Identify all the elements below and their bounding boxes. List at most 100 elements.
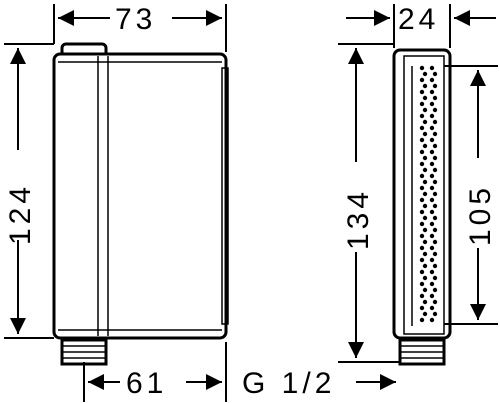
thread-callout: G 1/2	[242, 367, 396, 400]
nozzle-dot	[432, 311, 438, 317]
nozzle-dot	[429, 233, 435, 239]
connection-width-label: 61	[126, 367, 167, 400]
dimension-height-front: 124	[4, 43, 54, 339]
nozzle-dot	[422, 119, 428, 125]
nozzle-dot	[422, 299, 428, 305]
dimension-overall-height: 134	[338, 43, 400, 363]
nozzle-dot	[419, 89, 425, 95]
nozzle-dot	[422, 239, 428, 245]
overall-height-label: 134	[342, 188, 375, 250]
nozzle-dot	[429, 101, 435, 107]
nozzle-dot	[432, 263, 438, 269]
perforated-height-label: 105	[464, 184, 497, 246]
nozzle-dot	[419, 305, 425, 311]
nozzle-dot	[419, 209, 425, 215]
nozzle-dot	[429, 161, 435, 167]
nozzle-dot	[429, 257, 435, 263]
height-label: 124	[4, 183, 37, 245]
nozzle-dot	[422, 155, 428, 161]
nozzle-dot	[429, 149, 435, 155]
nozzle-dot	[432, 191, 438, 197]
nozzle-dot	[432, 203, 438, 209]
nozzle-dot	[422, 71, 428, 77]
nozzle-dot	[432, 131, 438, 137]
front-view	[52, 42, 229, 366]
nozzle-dot	[432, 71, 438, 77]
nozzle-dot	[432, 227, 438, 233]
nozzle-dot	[429, 281, 435, 287]
nozzle-dot	[419, 281, 425, 287]
dimension-connection: 61	[83, 342, 227, 402]
width-label: 73	[115, 3, 156, 36]
nozzle-dot	[432, 95, 438, 101]
nozzle-dot	[419, 101, 425, 107]
nozzle-dot	[419, 233, 425, 239]
side-inner-frame	[403, 55, 445, 335]
nozzle-dot	[419, 173, 425, 179]
nozzle-dot	[419, 65, 425, 71]
nozzle-dot	[419, 257, 425, 263]
nozzle-dot	[429, 209, 435, 215]
nozzle-dot	[422, 83, 428, 89]
nozzle-dot	[422, 191, 428, 197]
nozzle-dot	[429, 77, 435, 83]
nozzle-dot	[432, 155, 438, 161]
nozzle-dot	[429, 65, 435, 71]
nozzle-dot	[429, 125, 435, 131]
nozzle-dot	[422, 143, 428, 149]
depth-label: 24	[398, 3, 439, 36]
nozzle-dot	[429, 317, 435, 323]
nozzle-dot	[432, 143, 438, 149]
nozzle-dot	[419, 149, 425, 155]
nozzle-dot	[422, 311, 428, 317]
nozzle-dot	[432, 215, 438, 221]
nozzle-dot	[432, 83, 438, 89]
nozzle-dot	[422, 251, 428, 257]
nozzle-dot	[422, 287, 428, 293]
front-right-edge	[221, 67, 229, 325]
nozzle-dot	[432, 251, 438, 257]
nozzle-dot	[422, 167, 428, 173]
nozzle-dot	[429, 185, 435, 191]
spray-nozzles	[419, 65, 438, 323]
front-body	[52, 52, 228, 340]
nozzle-dot	[419, 185, 425, 191]
nozzle-dot	[419, 317, 425, 323]
side-view	[392, 48, 452, 366]
thread-label: G 1/2	[242, 367, 335, 400]
nozzle-dot	[422, 203, 428, 209]
nozzle-dot	[419, 293, 425, 299]
dimension-perforated-height: 105	[444, 65, 498, 325]
nozzle-dot	[422, 179, 428, 185]
nozzle-dot	[419, 221, 425, 227]
nozzle-dot	[432, 167, 438, 173]
nozzle-dot	[432, 239, 438, 245]
nozzle-dot	[422, 107, 428, 113]
nozzle-dot	[419, 197, 425, 203]
nozzle-dot	[419, 245, 425, 251]
nozzle-dot	[419, 161, 425, 167]
nozzle-dot	[429, 173, 435, 179]
nozzle-dot	[422, 131, 428, 137]
nozzle-dot	[419, 137, 425, 143]
dimension-depth: 24	[346, 3, 496, 48]
nozzle-dot	[429, 245, 435, 251]
nozzle-dot	[429, 113, 435, 119]
nozzle-dot	[422, 263, 428, 269]
nozzle-dot	[432, 107, 438, 113]
nozzle-dot	[422, 95, 428, 101]
nozzle-dot	[419, 77, 425, 83]
dimension-width: 73	[53, 3, 227, 52]
nozzle-dot	[432, 119, 438, 125]
nozzle-dot	[429, 305, 435, 311]
nozzle-dot	[429, 137, 435, 143]
nozzle-dot	[432, 287, 438, 293]
nozzle-dot	[429, 221, 435, 227]
nozzle-dot	[422, 215, 428, 221]
nozzle-dot	[432, 299, 438, 305]
nozzle-dot	[429, 89, 435, 95]
nozzle-dot	[419, 113, 425, 119]
nozzle-dot	[422, 275, 428, 281]
nozzle-dot	[419, 269, 425, 275]
